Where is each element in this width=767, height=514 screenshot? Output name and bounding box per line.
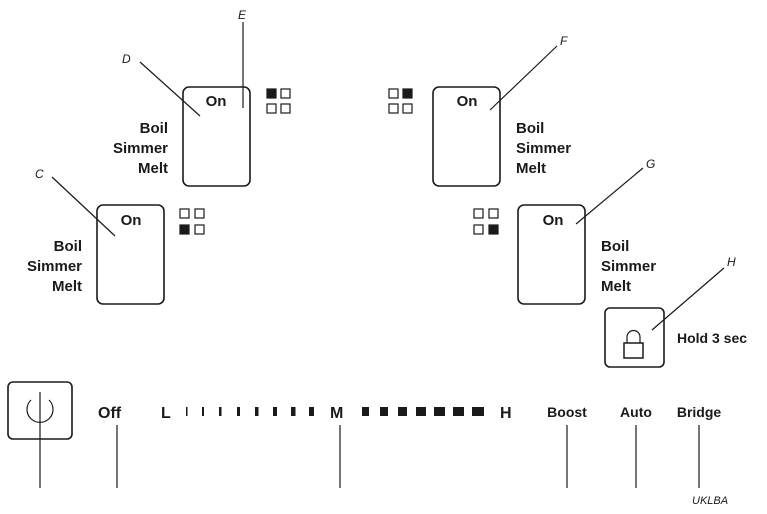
- lock-hold-label: Hold 3 sec: [677, 330, 747, 346]
- zone-d-button[interactable]: [182, 86, 251, 187]
- zone-d-boil: Boil: [140, 120, 168, 137]
- callout-c: C: [35, 167, 44, 181]
- zone-c-on-label: On: [121, 212, 142, 229]
- zone-c-button[interactable]: [96, 204, 165, 305]
- zone-d-simmer: Simmer: [113, 140, 168, 157]
- bridge-label[interactable]: Bridge: [677, 404, 722, 420]
- callout-g-line: [575, 167, 644, 225]
- callout-g: G: [646, 157, 655, 171]
- callout-h-line: [651, 267, 725, 331]
- medium-label[interactable]: M: [330, 405, 343, 422]
- callout-e: E: [238, 8, 247, 22]
- low-to-medium-scale[interactable]: [186, 407, 314, 416]
- zone-position-icon: [473, 208, 499, 235]
- callout-d-line: [139, 61, 201, 117]
- zone-c-boil: Boil: [54, 238, 82, 255]
- zone-g: On Boil Simmer Melt G: [473, 157, 656, 305]
- zone-c-simmer: Simmer: [27, 258, 82, 275]
- zone-g-on-label: On: [543, 212, 564, 229]
- zone-f-melt: Melt: [516, 160, 546, 177]
- zone-d-on-label: On: [206, 93, 227, 110]
- callout-f: F: [560, 34, 568, 48]
- off-label[interactable]: Off: [98, 405, 122, 422]
- callout-h: H: [727, 255, 736, 269]
- figure-code: UKLBA: [692, 495, 728, 507]
- zone-d: On Boil Simmer Melt D E: [113, 8, 291, 187]
- zone-g-button[interactable]: [517, 204, 586, 305]
- zone-f-boil: Boil: [516, 120, 544, 137]
- callout-f-line: [489, 45, 558, 111]
- auto-label[interactable]: Auto: [620, 404, 652, 420]
- callout-d: D: [122, 52, 131, 66]
- boost-label[interactable]: Boost: [547, 404, 587, 420]
- low-label[interactable]: L: [161, 405, 171, 422]
- padlock-icon: [623, 329, 644, 359]
- zone-f-on-label: On: [457, 93, 478, 110]
- zone-d-melt: Melt: [138, 160, 168, 177]
- zone-g-simmer: Simmer: [601, 258, 656, 275]
- zone-g-boil: Boil: [601, 238, 629, 255]
- zone-f-button[interactable]: [432, 86, 501, 187]
- control-bar: Off L M H Boost Auto Br: [98, 404, 721, 488]
- zone-position-icon: [388, 88, 413, 114]
- lock-control: Hold 3 sec H: [604, 255, 747, 368]
- power-control: [7, 381, 73, 488]
- zone-g-melt: Melt: [601, 278, 631, 295]
- high-label[interactable]: H: [500, 405, 512, 422]
- zone-f-simmer: Simmer: [516, 140, 571, 157]
- callout-c-line: [51, 176, 116, 237]
- zone-position-icon: [179, 208, 205, 235]
- zone-c: On Boil Simmer Melt C: [27, 167, 205, 305]
- zone-position-icon: [266, 88, 291, 114]
- lock-button[interactable]: [604, 307, 665, 368]
- medium-to-high-scale[interactable]: [362, 407, 484, 416]
- zone-c-melt: Melt: [52, 278, 82, 295]
- zone-f: On Boil Simmer Melt F: [388, 34, 571, 187]
